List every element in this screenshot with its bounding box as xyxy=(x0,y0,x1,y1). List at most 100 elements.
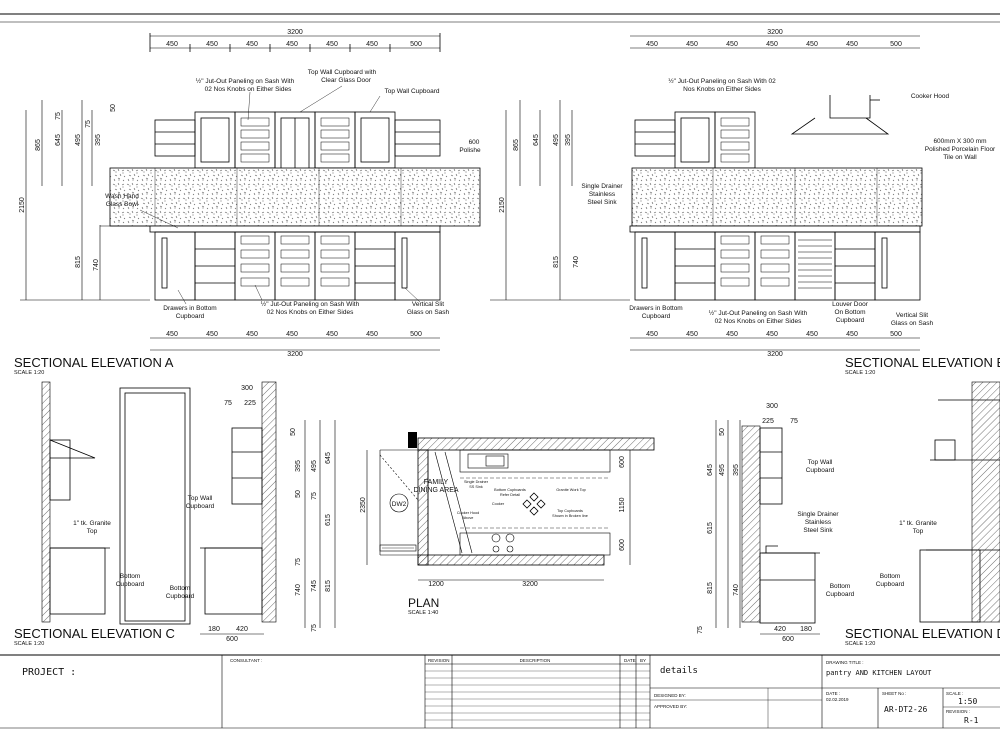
dim: 450 xyxy=(246,331,258,338)
elevation-a-title: SECTIONAL ELEVATION A xyxy=(14,355,174,370)
vdim: 865 xyxy=(35,139,42,151)
plan-title: PLAN xyxy=(408,596,439,610)
scale-value: 1:50 xyxy=(958,697,977,706)
svg-text:2150: 2150 xyxy=(499,197,506,213)
svg-text:Granite Work Top: Granite Work Top xyxy=(556,488,585,492)
title-block-text: PROJECT : CONSULTANT : REVISION DESCRIPT… xyxy=(22,658,979,725)
dim: 450 xyxy=(286,41,298,48)
svg-text:815: 815 xyxy=(553,256,560,268)
svg-text:225: 225 xyxy=(762,418,774,425)
svg-text:450: 450 xyxy=(726,331,738,338)
elevation-a: 3200 450 450 450 450 450 450 500 865 645… xyxy=(14,29,481,376)
svg-text:225: 225 xyxy=(244,400,256,407)
vdim: 740 xyxy=(93,259,100,271)
dim-total-bottom: 3200 xyxy=(287,351,303,358)
svg-text:645: 645 xyxy=(707,464,714,476)
project-label: PROJECT : xyxy=(22,667,76,678)
svg-text:815: 815 xyxy=(707,582,714,594)
svg-text:180: 180 xyxy=(800,626,812,633)
label-hood: Cooker Hood xyxy=(911,93,950,100)
svg-text:495: 495 xyxy=(719,464,726,476)
vdim: 75 xyxy=(55,112,62,120)
vdim: 815 xyxy=(75,256,82,268)
dim: 500 xyxy=(410,331,422,338)
elevation-b-scale: SCALE 1:20 xyxy=(845,370,875,376)
door-tag: DW2 xyxy=(392,501,407,508)
consultant-label: CONSULTANT : xyxy=(230,658,262,663)
title-block xyxy=(0,654,1000,729)
svg-text:3200: 3200 xyxy=(767,351,783,358)
sheet-no: AR-DT2-26 xyxy=(884,705,928,714)
svg-text:495: 495 xyxy=(311,460,318,472)
approved-by-label: APPROVED BY: xyxy=(654,704,687,709)
elevation-c-scale: SCALE 1:20 xyxy=(14,641,44,647)
svg-text:740: 740 xyxy=(733,584,740,596)
drawing-title-label: DRAWING TITLE : xyxy=(826,660,864,665)
svg-text:645: 645 xyxy=(533,134,540,146)
date-col: DATE xyxy=(624,658,636,663)
svg-text:450: 450 xyxy=(686,331,698,338)
dim: 450 xyxy=(806,41,818,48)
by-col: BY xyxy=(640,658,646,663)
svg-text:75: 75 xyxy=(790,418,798,425)
vdim: 75 xyxy=(85,120,92,128)
vdim: 50 xyxy=(110,104,117,112)
svg-text:75: 75 xyxy=(224,400,232,407)
svg-text:450: 450 xyxy=(806,331,818,338)
vdim: 495 xyxy=(75,134,82,146)
elevation-b: 3200 450 450 450 450 450 450 500 865 645… xyxy=(490,29,1000,376)
svg-text:815: 815 xyxy=(325,580,332,592)
plan-dim: 600 xyxy=(619,539,626,551)
dim: 450 xyxy=(846,41,858,48)
svg-text:75: 75 xyxy=(295,558,302,566)
dim: 450 xyxy=(726,41,738,48)
svg-text:615: 615 xyxy=(325,514,332,526)
revision-label: REVISION : xyxy=(946,709,970,714)
svg-text:50: 50 xyxy=(719,428,726,436)
drawing-title: pantry AND KITCHEN LAYOUT xyxy=(826,669,932,677)
date-label: DATE : xyxy=(826,691,840,696)
svg-text:300: 300 xyxy=(241,385,253,392)
svg-text:745: 745 xyxy=(311,580,318,592)
dim: 450 xyxy=(366,41,378,48)
svg-text:395: 395 xyxy=(733,464,740,476)
svg-text:395: 395 xyxy=(565,134,572,146)
dim: 450 xyxy=(286,331,298,338)
svg-text:740: 740 xyxy=(573,256,580,268)
details-text: details xyxy=(660,666,698,676)
designed-by-label: DESIGNED BY: xyxy=(654,693,686,698)
date-value: 02.02.2019 xyxy=(826,697,849,702)
svg-text:600: 600 xyxy=(226,636,238,643)
svg-text:75: 75 xyxy=(311,492,318,500)
dim: 450 xyxy=(646,41,658,48)
svg-text:75: 75 xyxy=(697,626,704,634)
svg-text:600: 600 xyxy=(782,636,794,643)
plan-dim-height: 2350 xyxy=(360,497,367,513)
dim-total-top: 3200 xyxy=(287,29,303,36)
dim-total-top: 3200 xyxy=(767,29,783,36)
revision-value: R-1 xyxy=(964,716,979,725)
svg-text:Cooker: Cooker xyxy=(492,502,505,506)
elevation-b-title: SECTIONAL ELEVATION B xyxy=(845,355,1000,370)
dim: 450 xyxy=(686,41,698,48)
